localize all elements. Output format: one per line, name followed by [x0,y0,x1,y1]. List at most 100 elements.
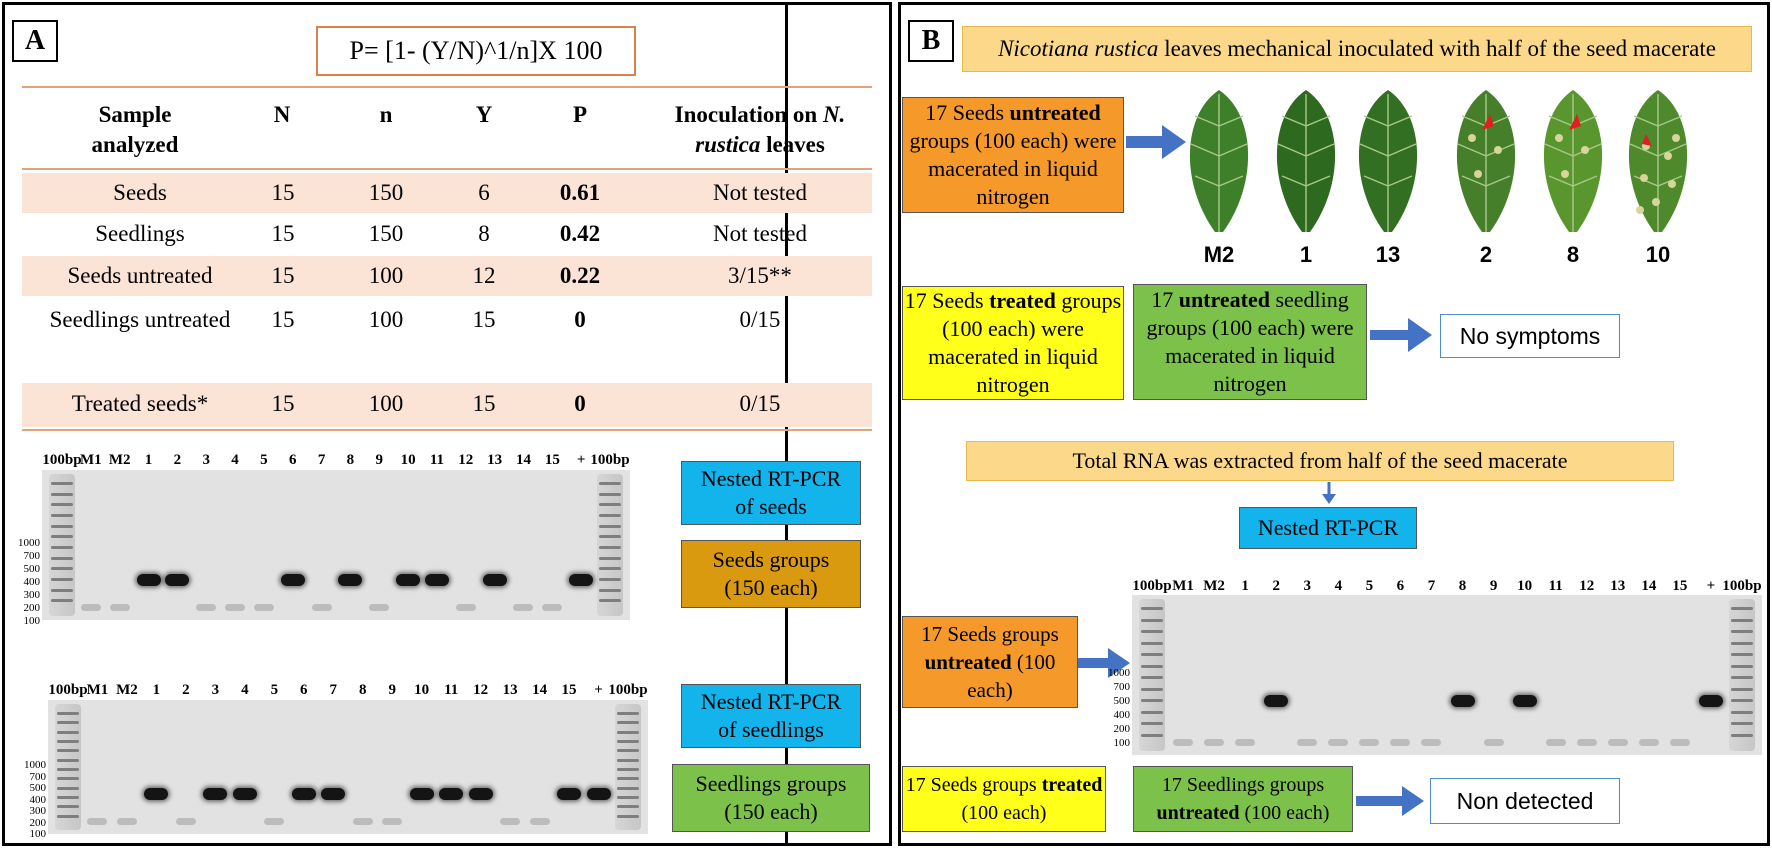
lane-label: 7 [1427,578,1436,594]
lane-label: 14 [515,452,531,468]
lane-label: 4 [1334,578,1343,594]
ladder-band [617,730,639,734]
lane-label: 9 [1489,578,1498,594]
table-cell-inoc: 0/15 [739,307,781,332]
header-n: n [379,102,393,127]
gel-image [1132,595,1762,755]
lane-label: 2 [173,452,182,468]
primer-smear [87,818,108,825]
primer-smear [196,604,217,611]
box-seeds-groups-untreated: 17 Seeds groups untreated (100 each) [902,616,1078,708]
lane-label: 100bp [1132,578,1172,594]
ladder-band [599,492,621,496]
leaf-label: M2 [1203,242,1235,267]
arrow-to-nested [1322,482,1336,504]
lane-label: 14 [1641,578,1657,594]
ladder-band [51,567,73,571]
pcr-band-8 [1450,695,1475,707]
panel-a-label: A [12,20,58,62]
pcr-band-1 [136,574,161,586]
ladder-band [599,546,621,549]
ladder-band [57,749,79,753]
ladder-band [57,805,79,809]
lane-label: 3 [211,682,220,698]
ladder-band [1141,607,1163,610]
ladder-size-label: 700 [29,770,47,783]
ladder-band [57,740,79,743]
ladder-band [1731,687,1753,691]
ladder-band [1731,664,1753,668]
lane-label: 1 [152,682,161,698]
ladder-size-label: 1000 [24,759,46,771]
table-cell-n: 100 [368,307,404,332]
table-cell-Y: 8 [478,221,490,246]
table-cell-P: 0.61 [559,180,601,205]
lane-label: 11 [444,682,459,698]
lane-label: 11 [429,452,445,468]
ladder-size-label: 400 [29,793,47,806]
ladder-band [57,777,79,781]
table-cell-inoc: Not tested [713,221,807,246]
table-cell-n: 150 [368,180,404,205]
ladder-band [51,524,73,528]
box-seeds-treated: 17 Seeds treated groups (100 each) were … [902,286,1124,400]
primer-smear [369,604,390,611]
pcr-band-+ [569,574,594,586]
ladder-band [599,482,621,485]
ladder-size-label: 700 [1113,681,1131,693]
lane-label: 10 [400,452,416,468]
box-inoculation-title: Nicotiana rustica leaves mechanical inoc… [962,26,1752,72]
ladder-band [51,556,73,560]
arrow-to-no-symptoms [1370,318,1432,352]
primer-smear [382,818,403,825]
table-cell-sample: Treated seeds* [71,391,209,416]
box-nested-rtpcr-seeds: Nested RT-PCR of seeds [681,461,861,525]
lane-label: 5 [270,682,279,698]
lane-label: 100bp [42,452,82,468]
gel-image [48,700,648,834]
ladder-lane [597,474,623,616]
lane-label: 100bp [608,682,648,698]
ladder-size-label: 500 [1113,695,1131,707]
ladder-size-label: 200 [29,816,47,829]
ladder-band [1731,607,1753,610]
box-no-symptoms: No symptoms [1440,314,1620,358]
header-Y: Y [475,102,493,127]
primer-smear [513,604,534,611]
header-N: N [273,102,291,127]
leaf-label: 1 [1299,242,1313,267]
table-row [22,173,872,213]
ladder-band [51,546,73,549]
ladder-band [1141,653,1163,656]
table-cell-Y: 15 [472,307,496,332]
panel-a-frame [2,2,892,846]
ladder-band [1731,630,1753,633]
lane-label: 6 [288,452,297,468]
lane-label: + [1706,578,1716,594]
leaf-image [1456,90,1516,232]
lane-label: 5 [1365,578,1374,594]
lane-label: 8 [358,682,367,698]
table-cell-N: 15 [271,307,295,332]
primer-smear [253,604,274,611]
pcr-band-10 [396,574,421,586]
ladder-band [599,599,621,603]
ladder-band [51,599,73,603]
ladder-band [51,514,73,517]
lane-label: 6 [1396,578,1405,594]
ladder-band [599,588,621,592]
lane-label: 14 [532,682,548,698]
ladder-band [1731,733,1753,737]
lane-label: 8 [1458,578,1467,594]
box-seedlings-untreated: 17 untreated seedling groups (100 each) … [1133,284,1367,400]
primer-smear [80,604,101,611]
pcr-band-8 [338,574,363,586]
leaf-image [1189,90,1249,232]
primer-smear [1204,739,1225,746]
primer-smear [1607,739,1628,746]
ladder-band [617,712,639,715]
ladder-band [57,758,79,762]
ladder-size-label: 200 [23,602,41,614]
leaf-label: 2 [1479,242,1493,267]
primer-smear [109,604,130,611]
